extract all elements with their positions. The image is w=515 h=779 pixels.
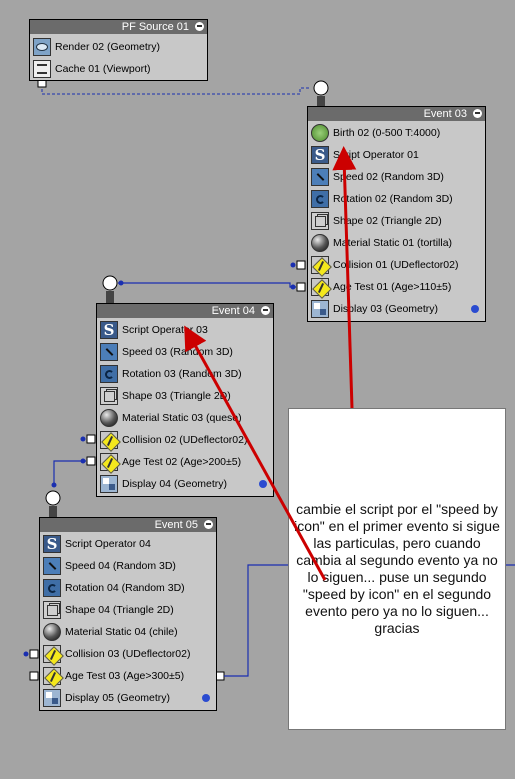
operator-speed[interactable]: Speed 04 (Random 3D) [40, 555, 216, 577]
collision-icon [100, 431, 118, 449]
event03-to-event04-wire [118, 282, 296, 288]
event05-input-circle [45, 490, 61, 506]
operator-collision[interactable]: Collision 01 (UDeflector02) [308, 254, 485, 276]
rotation-icon [43, 579, 61, 597]
skull-icon [261, 306, 270, 315]
material-icon [43, 623, 61, 641]
display-icon [100, 475, 118, 493]
operator-material[interactable]: Material Static 01 (tortilla) [308, 232, 485, 254]
source-to-event03-wire [41, 84, 310, 95]
operator-material[interactable]: Material Static 03 (queso) [97, 407, 273, 429]
event03-input-circle [313, 80, 329, 96]
operator-rotation[interactable]: Rotation 03 (Random 3D) [97, 363, 273, 385]
speed-icon [100, 343, 118, 361]
operator-rotation[interactable]: Rotation 04 (Random 3D) [40, 577, 216, 599]
skull-icon [195, 22, 204, 31]
material-icon [311, 234, 329, 252]
birth-icon [311, 124, 329, 142]
operator-display[interactable]: Display 03 (Geometry) [308, 298, 485, 320]
agetest-icon [43, 667, 61, 685]
script-icon: S [43, 535, 61, 553]
speed-icon [43, 557, 61, 575]
skull-icon [204, 520, 213, 529]
operator-birth[interactable]: Birth 02 (0-500 T:4000) [308, 122, 485, 144]
rotation-icon [311, 190, 329, 208]
annotation-callout: cambie el script por el "speed by icon" … [288, 408, 506, 730]
operator-material[interactable]: Material Static 04 (chile) [40, 621, 216, 643]
display-color-dot [259, 480, 267, 488]
shape-icon [43, 601, 61, 619]
rotation-icon [100, 365, 118, 383]
agetest-icon [311, 278, 329, 296]
skull-icon [473, 109, 482, 118]
operator-shape[interactable]: Shape 04 (Triangle 2D) [40, 599, 216, 621]
script-icon: S [100, 321, 118, 339]
operator-shape[interactable]: Shape 02 (Triangle 2D) [308, 210, 485, 232]
display-icon [43, 689, 61, 707]
agetest-icon [100, 453, 118, 471]
operator-display[interactable]: Display 04 (Geometry) [97, 473, 273, 495]
event05-title[interactable]: Event 05 [40, 518, 216, 532]
operator-speed[interactable]: Speed 02 (Random 3D) [308, 166, 485, 188]
pf-source-node[interactable]: PF Source 01 Render 02 (Geometry) Cache … [29, 19, 208, 81]
operator-agetest[interactable]: Age Test 02 (Age>200±5) [97, 451, 273, 473]
event04-title[interactable]: Event 04 [97, 304, 273, 318]
display-color-dot [202, 694, 210, 702]
operator-collision[interactable]: Collision 03 (UDeflector02) [40, 643, 216, 665]
shape-icon [311, 212, 329, 230]
operator-cache[interactable]: Cache 01 (Viewport) [30, 58, 207, 80]
collision-icon [311, 256, 329, 274]
operator-display[interactable]: Display 05 (Geometry) [40, 687, 216, 709]
operator-agetest[interactable]: Age Test 01 (Age>110±5) [308, 276, 485, 298]
display-color-dot [471, 305, 479, 313]
material-icon [100, 409, 118, 427]
operator-agetest[interactable]: Age Test 03 (Age>300±5) [40, 665, 216, 687]
script-icon: S [311, 146, 329, 164]
collision-icon [43, 645, 61, 663]
operator-rotation[interactable]: Rotation 02 (Random 3D) [308, 188, 485, 210]
operator-render[interactable]: Render 02 (Geometry) [30, 36, 207, 58]
shape-icon [100, 387, 118, 405]
cache-icon [33, 60, 51, 78]
operator-shape[interactable]: Shape 03 (Triangle 2D) [97, 385, 273, 407]
event03-title[interactable]: Event 03 [308, 107, 485, 121]
event04-input-circle [102, 275, 118, 291]
speed-icon [311, 168, 329, 186]
render-icon [33, 38, 51, 56]
operator-speed[interactable]: Speed 03 (Random 3D) [97, 341, 273, 363]
pf-source-title[interactable]: PF Source 01 [30, 20, 207, 34]
display-icon [311, 300, 329, 318]
operator-collision[interactable]: Collision 02 (UDeflector02) [97, 429, 273, 451]
event04-to-event05-wire [53, 460, 86, 484]
annotation-text: cambie el script por el "speed by icon" … [294, 500, 500, 637]
